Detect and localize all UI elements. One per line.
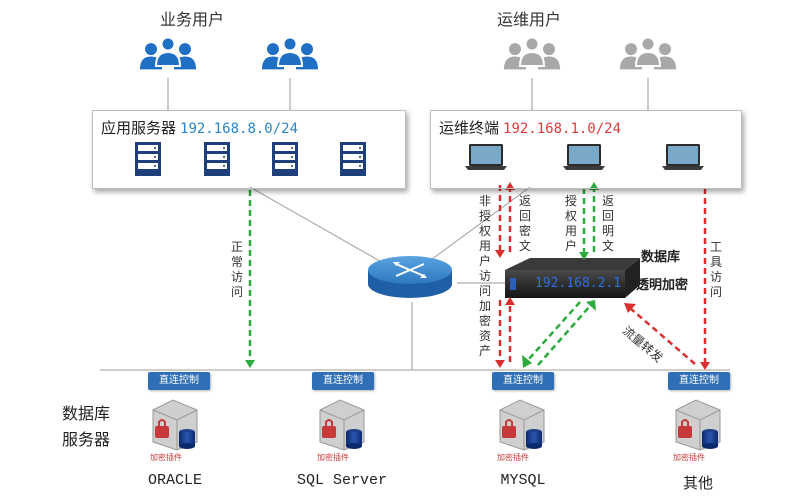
db-name-other: 其他 [682,476,713,493]
ops-terminal-label: 运维终端 [439,119,500,137]
direct-control-other: 直连控制 [668,372,730,390]
app-server-label: 应用服务器 [101,119,177,137]
app-server-ip: 192.168.8.0/24 [180,121,299,137]
ops-users-title: 运维用户 [497,10,562,29]
device-display-ip: 192.168.2.1 [535,276,622,291]
business-users-title: 业务用户 [160,10,225,29]
db-name-oracle: ORACLE [147,472,202,489]
device-title-line1: 数据库 [641,250,681,265]
ops-user-icon [504,38,676,70]
db-server-label-line1: 数据库 [62,404,111,423]
return-plain-label: 返回明文 [601,194,614,253]
flow-arrows [248,185,707,366]
plugin-label-oracle: 加密插件 [150,453,182,462]
router-icon [368,256,452,298]
plugin-label-sqlserver: 加密插件 [317,453,349,462]
encryption-device [505,258,640,298]
direct-control-sqlserver: 直连控制 [312,372,374,390]
device-title-line2: 透明加密 [636,278,689,293]
db-name-mysql: MYSQL [500,472,546,489]
unauthorized-access-label: 非授权用户访问加密资产 [478,194,491,358]
plugin-label-other: 加密插件 [673,453,705,462]
db-name-sqlserver: SQL Server [296,472,387,489]
tool-access-label: 工具访问 [709,240,722,299]
connection-lines [100,78,730,371]
plugin-label-mysql: 加密插件 [497,453,529,462]
normal-access-label: 正常访问 [230,240,243,299]
authorized-user-label: 授权用户 [564,194,577,253]
ops-terminal-ip: 192.168.1.0/24 [503,121,622,137]
direct-control-oracle: 直连控制 [148,372,210,390]
return-cipher-label: 返回密文 [518,194,531,253]
db-server-label-line2: 服务器 [62,430,111,449]
database-icon [152,399,721,451]
business-user-icon [140,38,318,70]
direct-control-mysql: 直连控制 [492,372,554,390]
